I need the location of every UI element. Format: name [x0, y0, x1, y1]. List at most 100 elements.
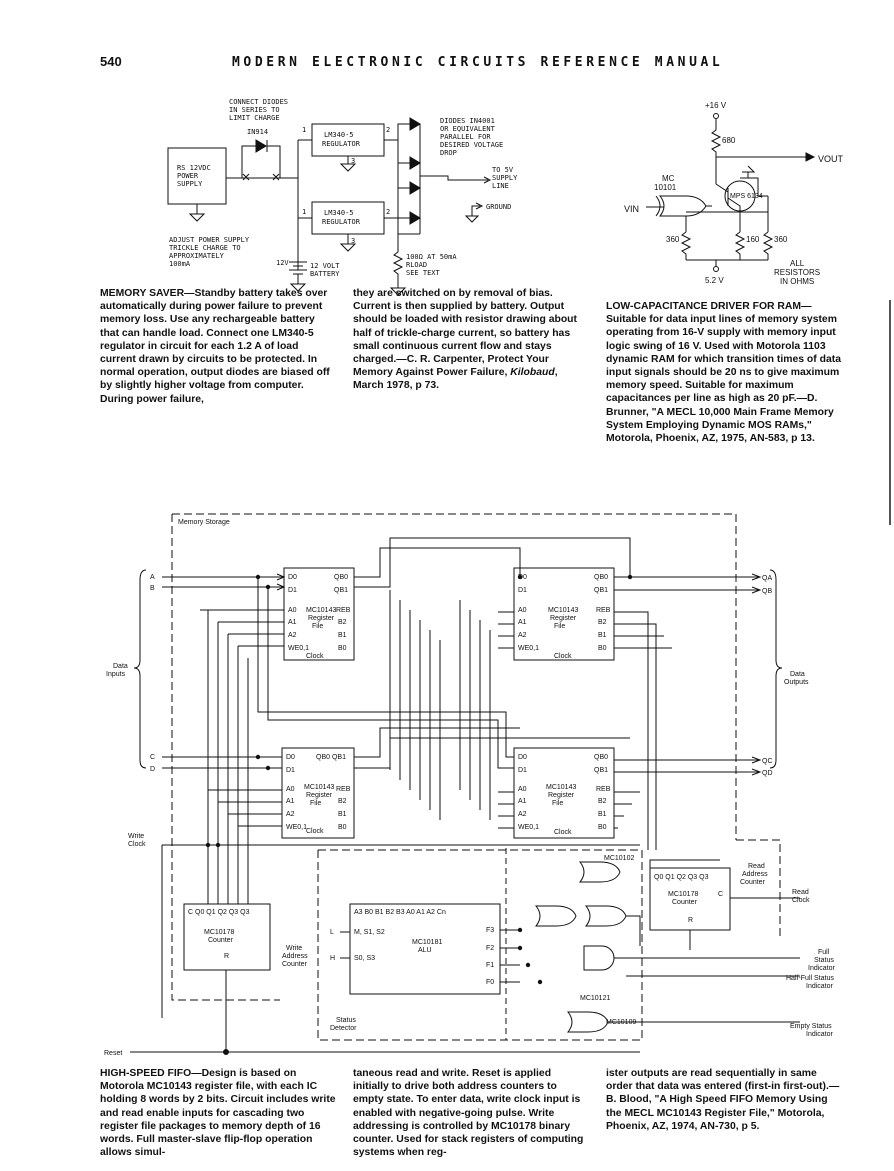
r4-b2: B2 — [598, 798, 607, 805]
r1-b0: B0 — [338, 645, 347, 652]
power-supply-label-2: POWER — [177, 172, 199, 180]
all-res-1: ALL — [790, 259, 805, 268]
full-1: Full — [818, 949, 830, 956]
alu-f2: F2 — [486, 945, 494, 952]
r4-b1: B1 — [598, 811, 607, 818]
r3-qb0qb1: QB0 QB1 — [316, 754, 346, 761]
vout-label: VOUT — [818, 154, 844, 164]
r4-reb: REB — [596, 786, 611, 793]
r3-b0: B0 — [338, 824, 347, 831]
low-cap-caption: LOW-CAPACITANCE DRIVER FOR RAM—Suitable … — [606, 300, 842, 445]
r1-register: Register — [308, 615, 335, 622]
status-detector-2: Detector — [330, 1025, 357, 1032]
empty-1: Empty Status — [790, 1023, 832, 1030]
load-label-1: 100Ω AT 50mA — [406, 253, 457, 261]
data-inputs-label-2: Inputs — [106, 671, 126, 678]
r3-d0: D0 — [286, 754, 295, 761]
write-addr-1: Write — [286, 945, 302, 952]
r1-qb0: QB0 — [334, 574, 348, 581]
reg2-pin2: 2 — [386, 208, 390, 216]
connect-diodes-label-1: CONNECT DIODES — [229, 98, 288, 106]
r3-chip: MC10143 — [304, 784, 334, 791]
r2-b2: B2 — [598, 619, 607, 626]
r4-qb0: QB0 — [594, 754, 608, 761]
adjust-label-2: TRICKLE CHARGE TO — [169, 244, 241, 252]
r360b-label: 360 — [774, 235, 788, 244]
v52-label: 5.2 V — [705, 276, 724, 285]
reg1-pin1: 1 — [302, 126, 306, 134]
write-clock-label-2: Clock — [128, 841, 146, 848]
input-b-label: B — [150, 585, 155, 592]
r2-register: Register — [550, 615, 577, 622]
all-res-3: IN OHMS — [780, 277, 814, 286]
page-number: 540 — [100, 54, 122, 69]
r3-b1: B1 — [338, 811, 347, 818]
r1-d0: D0 — [288, 574, 297, 581]
r2-chip: MC10143 — [548, 607, 578, 614]
r2-a0: A0 — [518, 607, 527, 614]
r4-a1: A1 — [518, 798, 527, 805]
output-qd-label: QD — [762, 770, 773, 777]
alu-label: ALU — [418, 947, 432, 954]
write-addr-3: Counter — [282, 961, 308, 968]
fifo-caption-cont-2: ister outputs are read sequentially in s… — [606, 1067, 842, 1133]
mc10121-label: MC10121 — [580, 995, 610, 1002]
r1-b2: B2 — [338, 619, 347, 626]
reg2-label-2: REGULATOR — [322, 218, 361, 226]
read-clock-1: Read — [792, 889, 809, 896]
memory-storage-label: Memory Storage — [178, 519, 230, 526]
alu-f1: F1 — [486, 962, 494, 969]
r3-register: Register — [306, 792, 333, 799]
mc10102-label: MC10102 — [604, 855, 634, 862]
read-addr-3: Counter — [740, 879, 766, 886]
r2-b1: B1 — [598, 632, 607, 639]
v16-label: +16 V — [705, 101, 727, 110]
data-outputs-label-2: Outputs — [784, 679, 809, 686]
to5v-label-1: TO 5V — [492, 166, 514, 174]
read-clock-2: Clock — [792, 897, 810, 904]
half-full-2: Indicator — [806, 983, 834, 990]
diodes-note-1: DIODES IN4001 — [440, 117, 495, 125]
r3-a0: A0 — [286, 786, 295, 793]
memory-saver-caption: MEMORY SAVER—Standby battery takes over … — [100, 287, 336, 406]
output-qa-label: QA — [762, 575, 772, 582]
reg2-label-1: LM340-5 — [324, 209, 354, 217]
diodes-note-2: OR EQUIVALENT — [440, 125, 496, 133]
r4-a2: A2 — [518, 811, 527, 818]
r2-reb: REB — [596, 607, 611, 614]
r3-d1: D1 — [286, 767, 295, 774]
load-label-3: SEE TEXT — [406, 269, 441, 277]
all-res-2: RESISTORS — [774, 268, 820, 277]
low-cap-text: —Suitable for data input lines of memory… — [606, 301, 841, 445]
alu-m-s1-s2: M, S1, S2 — [354, 929, 385, 936]
low-cap-title: LOW-CAPACITANCE DRIVER FOR RAM — [606, 301, 802, 312]
data-outputs-label-1: Data — [790, 671, 805, 678]
diodes-note-4: DESIRED VOLTAGE — [440, 141, 503, 149]
mc-label-2: 10101 — [654, 183, 677, 192]
r4-chip: MC10143 — [546, 784, 576, 791]
read-counter-label: Counter — [672, 899, 698, 906]
fifo-text-2: taneous read and write. Reset is applied… — [353, 1068, 584, 1159]
battery-label-2: BATTERY — [310, 270, 340, 278]
r3-a2: A2 — [286, 811, 295, 818]
r4-d1: D1 — [518, 767, 527, 774]
reg1-pin3: 3 — [351, 157, 355, 165]
write-counter-r: R — [224, 953, 229, 960]
full-3: Indicator — [808, 965, 836, 972]
read-addr-2: Address — [742, 871, 768, 878]
r1-file: File — [312, 623, 323, 630]
r2-clock: Clock — [554, 653, 572, 660]
r1-we: WE0,1 — [288, 645, 309, 652]
full-2: Status — [814, 957, 834, 964]
memory-saver-text: —Standby battery takes over automaticall… — [100, 288, 330, 405]
reg1-pin2: 2 — [386, 126, 390, 134]
write-addr-2: Address — [282, 953, 308, 960]
r3-a1: A1 — [286, 798, 295, 805]
r4-file: File — [552, 800, 563, 807]
r680-label: 680 — [722, 136, 736, 145]
r3-b2: B2 — [338, 798, 347, 805]
r160-label: 160 — [746, 235, 760, 244]
